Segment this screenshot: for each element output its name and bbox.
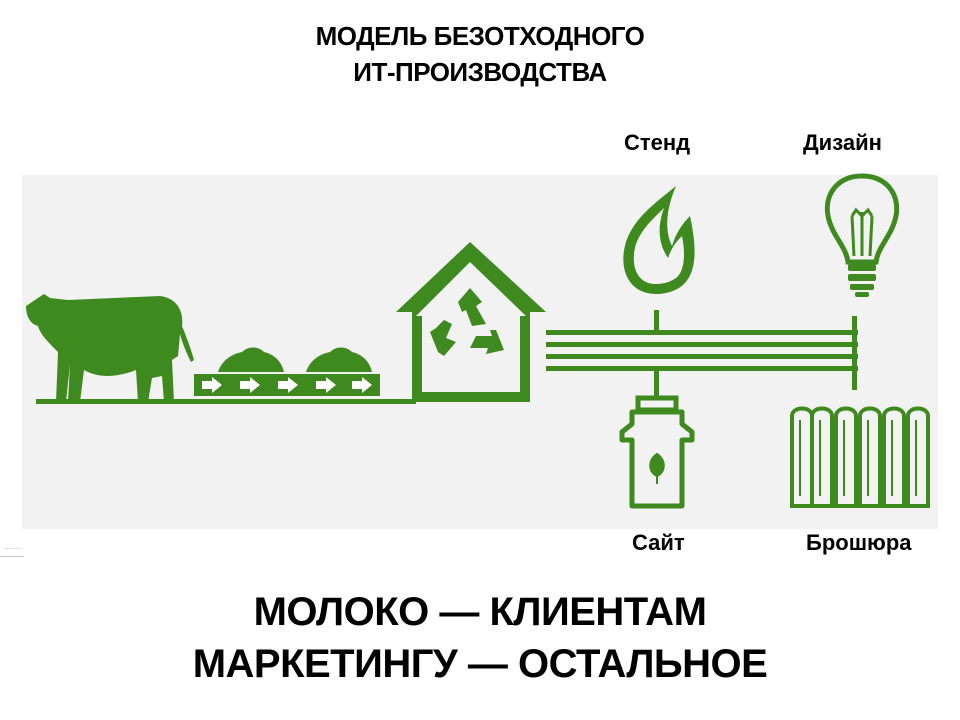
title-line-1: МОДЕЛЬ БЕЗОТХОДНОГО <box>315 21 645 51</box>
lightbulb-icon <box>824 173 900 297</box>
biogas-tank-icon <box>619 395 695 509</box>
waste-free-diagram <box>22 173 938 529</box>
cow-icon <box>26 294 194 402</box>
page-title: МОДЕЛЬ БЕЗОТХОДНОГО ИТ-ПРОИЗВОДСТВА <box>0 18 960 90</box>
label-brochure: Брошюра <box>806 530 912 555</box>
radiator-icon <box>790 406 930 508</box>
title-line-2: ИТ-ПРОИЗВОДСТВА <box>353 57 607 87</box>
label-stand: Стенд <box>624 130 691 155</box>
recycling-house-icon <box>396 242 546 402</box>
manure-pile-icon <box>218 347 372 372</box>
corner-mark-light <box>4 548 22 549</box>
flame-icon <box>623 186 695 294</box>
corner-mark <box>0 556 24 557</box>
label-design: Дизайн <box>803 130 882 155</box>
conveyor-icon <box>194 374 380 396</box>
ground-line <box>36 399 416 404</box>
slogan-line-2: МАРКЕТИНГУ — ОСТАЛЬНОЕ <box>192 642 768 686</box>
pipes <box>546 310 858 398</box>
label-site: Сайт <box>632 530 685 555</box>
slogan: МОЛОКО — КЛИЕНТАМ МАРКЕТИНГУ — ОСТАЛЬНОЕ <box>0 586 960 690</box>
slogan-line-1: МОЛОКО — КЛИЕНТАМ <box>253 590 707 634</box>
